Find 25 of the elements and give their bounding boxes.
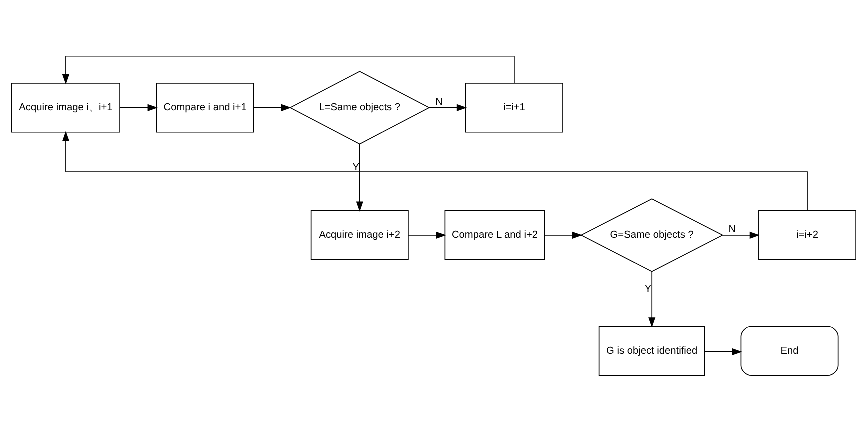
- arrow: [722, 231, 760, 238]
- arrow: [648, 271, 656, 328]
- node-box: Compare i and i+1: [156, 82, 254, 132]
- node-diamond: G=Same objects ?: [580, 198, 724, 272]
- edge-label: N: [436, 96, 443, 108]
- arrow: [544, 231, 583, 238]
- node-box: Acquire image i+2: [310, 210, 409, 260]
- node-diamond: L=Same objects ?: [289, 70, 430, 144]
- node-box: G is object identified: [598, 326, 706, 376]
- arrow: [429, 104, 468, 111]
- arrow: [408, 231, 446, 238]
- arrow: [356, 144, 364, 212]
- node-box: i=i+1: [465, 82, 564, 132]
- arrow: [254, 104, 292, 111]
- node-box: End: [740, 326, 839, 376]
- node-box: i=i+2: [758, 210, 856, 260]
- arrow: [62, 55, 515, 84]
- arrow: [704, 348, 742, 356]
- node-box: Acquire image i、i+1: [12, 82, 120, 132]
- edge-label: Y: [352, 162, 360, 173]
- node-box: Compare L and i+2: [444, 210, 546, 260]
- edge-label: N: [728, 224, 736, 236]
- edge-label: Y: [644, 284, 652, 295]
- arrow: [120, 104, 158, 111]
- arrow: [62, 130, 808, 211]
